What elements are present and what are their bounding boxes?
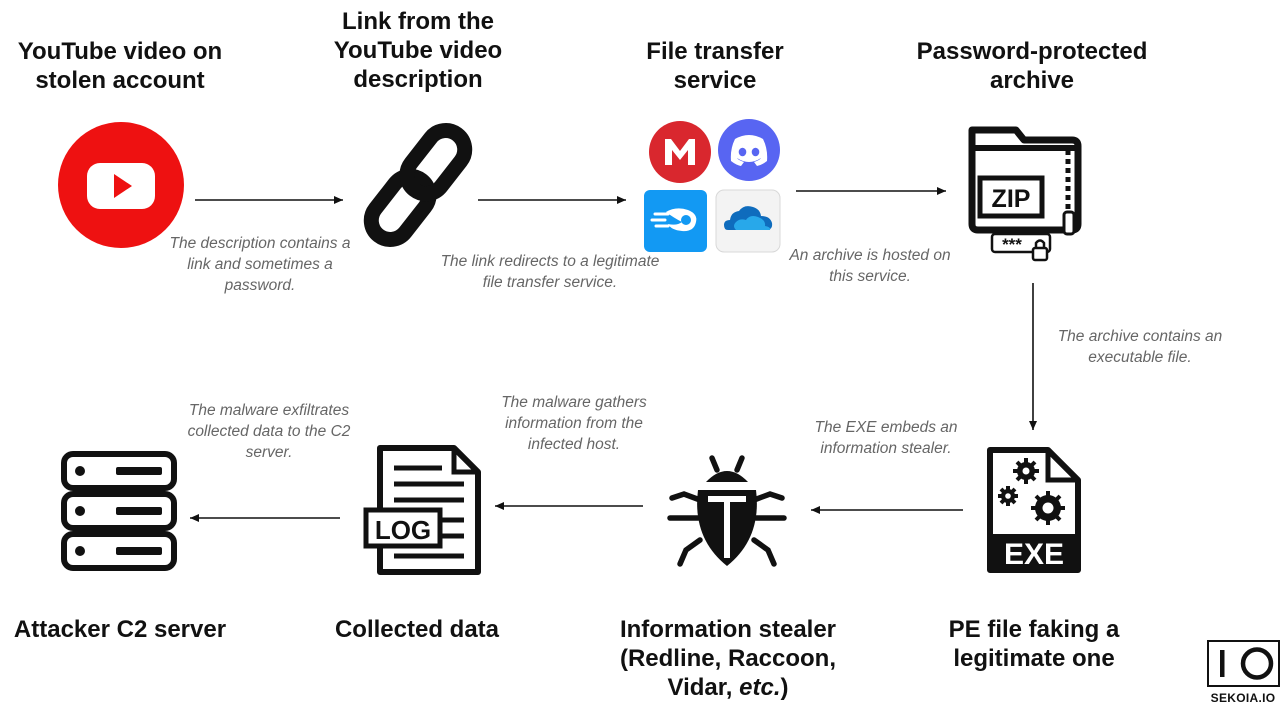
edge-caption-pe-stealer: The EXE embeds an information stealer. bbox=[814, 419, 958, 457]
onedrive-icon bbox=[715, 189, 781, 253]
zip-archive-icon: ZIP *** bbox=[968, 126, 1098, 266]
node-title-link: Link from the YouTube video description bbox=[333, 8, 503, 93]
youtube-icon bbox=[58, 122, 184, 248]
stealer-title-line2: (Redline, Raccoon, bbox=[619, 645, 837, 672]
chain-link-icon bbox=[348, 120, 488, 250]
exe-label: EXE bbox=[1004, 538, 1064, 571]
node-title-stealer: Information stealer (Redline, Raccoon, V… bbox=[600, 615, 856, 702]
stealer-title-line3: Vidar, etc.) bbox=[667, 674, 789, 701]
edge-caption-stealer-data: The malware gathers information from the… bbox=[501, 394, 647, 453]
node-title-c2: Attacker C2 server bbox=[13, 616, 227, 643]
mega-icon bbox=[647, 119, 713, 185]
node-title-pe: PE file faking a legitimate one bbox=[948, 616, 1120, 672]
edge-caption-archive-pe: The archive contains an executable file. bbox=[1057, 328, 1223, 366]
sekoia-logo bbox=[1207, 640, 1280, 687]
bug-icon bbox=[662, 448, 792, 578]
node-title-data: Collected data bbox=[334, 616, 500, 643]
node-title-transfer: File transfer service bbox=[646, 38, 784, 94]
mediafire-icon bbox=[644, 190, 707, 252]
edge-caption-transfer-archive: An archive is hosted on this service. bbox=[789, 247, 951, 285]
server-icon bbox=[60, 450, 178, 572]
zip-label: ZIP bbox=[992, 185, 1031, 213]
stealer-title-line1: Information stealer bbox=[619, 616, 837, 643]
edge-caption-link-transfer: The link redirects to a legitimate file … bbox=[440, 253, 660, 291]
log-file-icon: LOG bbox=[362, 444, 486, 576]
edge-caption-data-c2: The malware exfiltrates collected data t… bbox=[187, 402, 351, 461]
logo-mark-io bbox=[1220, 647, 1274, 680]
exe-file-icon: EXE bbox=[986, 446, 1082, 574]
discord-icon bbox=[716, 117, 782, 183]
node-title-youtube: YouTube video on stolen account bbox=[17, 38, 223, 94]
edge-caption-youtube-link: The description contains a link and some… bbox=[169, 235, 351, 294]
password-mask: *** bbox=[1002, 235, 1022, 254]
node-title-archive: Password-protected archive bbox=[916, 38, 1148, 94]
log-label: LOG bbox=[375, 515, 431, 545]
brand-name: SEKOIA.IO bbox=[1210, 691, 1276, 705]
